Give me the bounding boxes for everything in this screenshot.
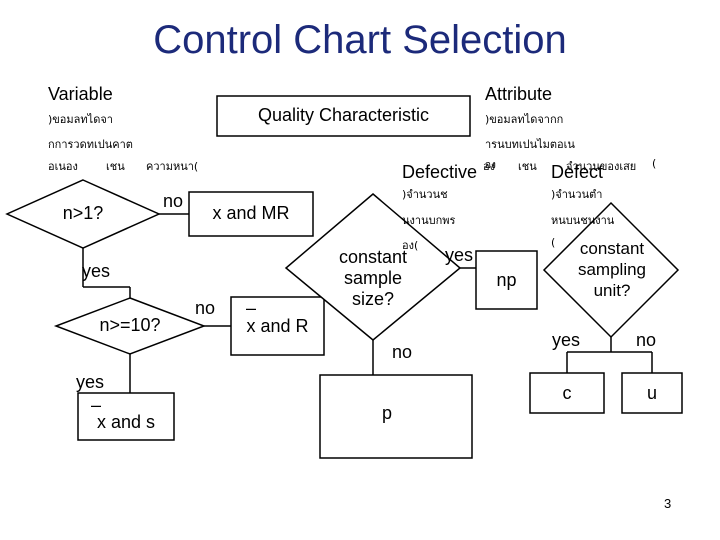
attribute-desc-line-1: )ขอมลทไดจากก <box>485 113 564 126</box>
defective-superscript: อง <box>485 160 496 171</box>
variable-desc-line-1: )ขอมลทไดจา <box>48 113 113 126</box>
attribute-desc-line-2: ารนบทเปนไมตอเน <box>485 138 575 151</box>
defect-label: Defect <box>551 162 604 182</box>
defect-note-line-3: ( <box>551 236 556 249</box>
u-label: u <box>646 383 657 403</box>
quality-characteristic-label: Quality Characteristic <box>257 105 430 125</box>
n-gt-1-no-label: no <box>163 191 184 211</box>
c-box <box>529 372 605 414</box>
variable-desc-line-3a: อเนอง <box>48 160 78 173</box>
x-s-label: x and s <box>96 412 156 432</box>
p-box <box>319 374 473 459</box>
attribute-desc-line-3a: อง <box>483 160 495 173</box>
quality-characteristic-box <box>216 95 471 137</box>
variable-header: Variable <box>48 84 113 104</box>
n-gt-1-yes-label: yes <box>82 261 111 281</box>
q4-line-1: constant <box>579 239 645 258</box>
constant-sample-size-question: constant sample size? <box>323 247 423 310</box>
defective-label: Defective <box>402 162 478 182</box>
defective-note-line-2: นงานบกพร <box>402 214 456 227</box>
variable-desc-line-3c: ความหนา( <box>146 160 199 173</box>
q4-line-3: unit? <box>593 281 631 300</box>
n-ge-10-yes-label: yes <box>76 372 105 392</box>
page-title: Control Chart Selection <box>153 18 567 62</box>
x-r-box <box>230 296 325 356</box>
x-mr-label: x and MR <box>212 203 290 223</box>
attribute-desc-line-3c: จำนวนของเสย <box>566 160 637 173</box>
variable-desc-line-3b: เชน <box>106 160 125 173</box>
constant-sampling-unit-no-label: no <box>636 330 657 350</box>
n-ge-10-no-label: no <box>195 298 216 318</box>
defective-note-line-1: )จำนวนช <box>402 188 448 201</box>
x-r-label: x and R <box>246 316 309 336</box>
constant-sampling-unit-question: constant sampling unit? <box>562 238 662 301</box>
q3-line-3: size? <box>351 289 395 309</box>
np-label: np <box>496 270 517 290</box>
np-box <box>475 250 538 310</box>
defect-note-line-1: )จำนวนตำ <box>551 188 603 201</box>
constant-sample-size-no-label: no <box>392 342 413 362</box>
q4-line-2: sampling <box>577 260 647 279</box>
constant-sampling-unit-yes-label: yes <box>552 330 581 350</box>
c-label: c <box>562 383 572 403</box>
attribute-header: Attribute <box>485 84 553 104</box>
x-s-box <box>77 392 175 441</box>
attribute-desc-line-3b: เชน <box>518 160 537 173</box>
x-s-bar: – <box>91 395 102 415</box>
constant-sample-size-yes-label: yes <box>445 245 474 265</box>
p-label: p <box>381 403 392 423</box>
n-gt-1-question: n>1? <box>62 203 104 223</box>
x-r-bar: – <box>246 298 257 318</box>
q3-line-1: constant <box>338 247 408 267</box>
n-ge-10-question: n>=10? <box>99 315 161 335</box>
defect-note-line-2: หนบนชนงาน <box>551 214 615 227</box>
page-number: 3 <box>664 496 672 511</box>
connector-lines <box>82 213 653 393</box>
variable-desc-line-2: กการวดทเปนคาต <box>48 138 133 151</box>
u-box <box>621 372 683 414</box>
attribute-desc-line-3d: ( <box>652 157 657 170</box>
q3-line-2: sample <box>343 268 403 288</box>
defective-note-line-3: อง( <box>402 239 419 252</box>
